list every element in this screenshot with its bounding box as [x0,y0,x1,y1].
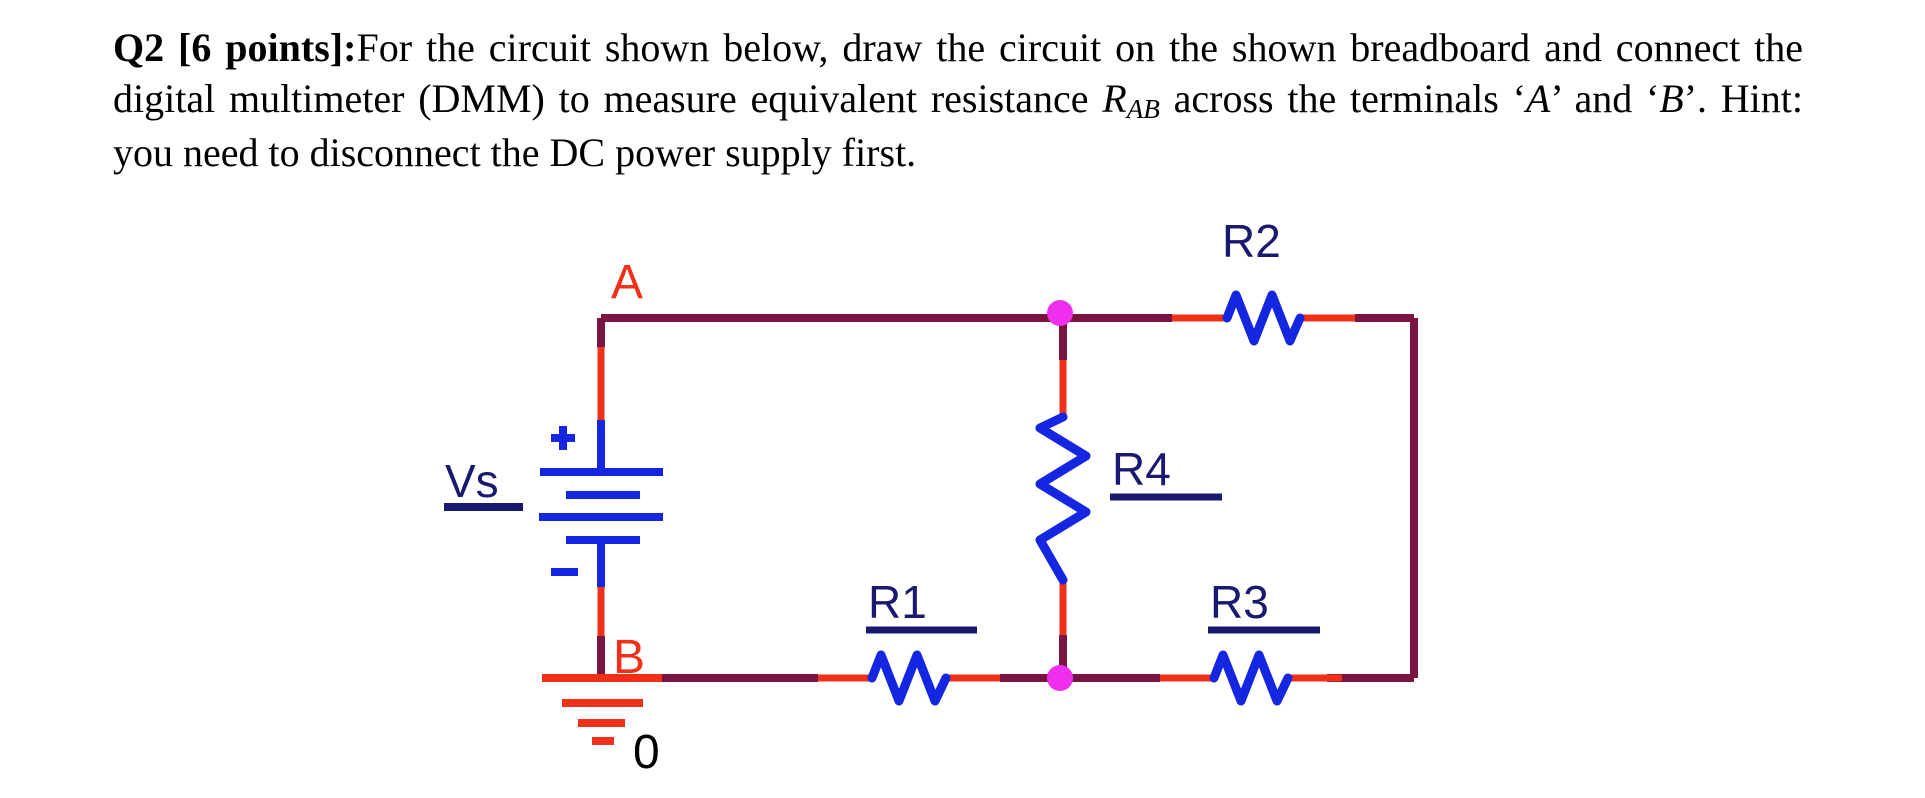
wire-network [597,314,1418,682]
symbol-ab-subscript: AB [1126,94,1160,125]
circuit-diagram: Vs R2 R4 R1 R3 [0,195,1925,795]
question-body-part3: ’ and ‘ [1550,76,1660,122]
question-body-part4: ’. Hint: you need to disconnect the DC p… [113,76,1803,175]
r1-zigzag [867,650,951,706]
terminal-a-text: A [1525,76,1551,122]
junction-node-top [1047,300,1073,326]
resistor-r3[interactable]: R3 [1208,576,1320,706]
question-body-part1: For the circuit shown below, draw the ci… [113,25,1803,122]
label-r3: R3 [1210,576,1269,628]
question-label: Q2 [6 points]: [113,25,357,70]
question-prompt: Q2 [6 points]:For the circuit shown belo… [113,22,1803,178]
terminal-b-text: B [1659,76,1684,122]
r2-zigzag [1222,290,1305,346]
circuit-schematic-svg: Vs R2 R4 R1 R3 [444,215,1418,779]
label-vs: Vs [445,455,499,507]
r3-zigzag [1209,650,1293,706]
polarity-plus-icon [551,426,575,450]
junction-dots [1047,300,1073,691]
label-r2: R2 [1222,215,1281,267]
r4-zigzag [1035,412,1091,585]
ground-symbol[interactable]: 0 [542,674,662,779]
symbol-r: R [1102,76,1127,122]
resistor-r2[interactable]: R2 [1222,215,1305,346]
symbol-rab: RAB [1102,76,1160,125]
component-leads [597,314,1355,682]
label-ground-zero: 0 [633,726,660,779]
label-terminal-b: B [613,631,645,684]
label-r1: R1 [868,576,927,628]
terminal-labels: A B [611,256,645,684]
junction-node-bottom [1047,665,1073,691]
resistor-r4[interactable]: R4 [1035,412,1222,585]
question-body-part2: across the terminals ‘ [1159,76,1526,122]
voltage-source-vs[interactable]: Vs [444,420,663,587]
label-r4: R4 [1112,443,1171,495]
label-terminal-a: A [611,256,643,309]
resistor-r1[interactable]: R1 [866,576,977,706]
